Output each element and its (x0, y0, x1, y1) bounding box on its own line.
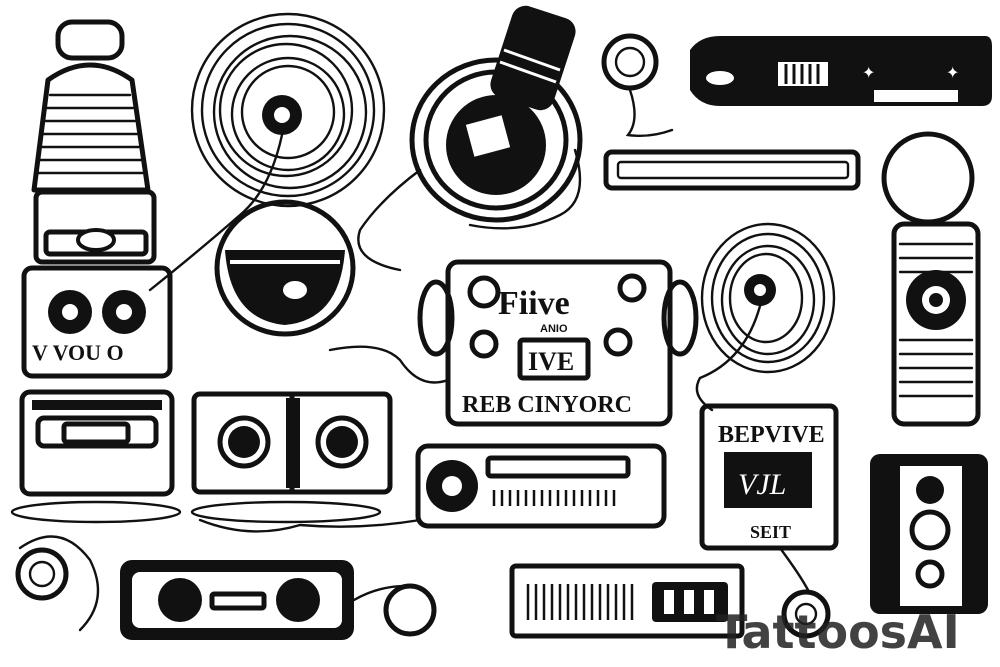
slot-bar (603, 149, 861, 191)
tall-speaker-icon (891, 221, 981, 427)
bottom-receiver-icon (509, 563, 745, 639)
round-dial-icon (601, 33, 674, 138)
sign-mid-label: VJL (738, 468, 786, 501)
svg-text:✦: ✦ (862, 63, 875, 82)
sign-box-icon: BEPVIVE VJL SEIT (699, 403, 839, 592)
sign-top-label: BEPVIVE (718, 422, 825, 448)
headphones-icon (357, 5, 583, 272)
cassette-deck-icon: ✦ ✦ (690, 36, 992, 106)
center-radio-badge: IVE (528, 347, 574, 376)
center-radio-bottom-label: REB CINYORC (462, 392, 632, 418)
center-radio-icon: Fiive ANIO IVE REB CINYORC (328, 259, 699, 427)
double-speaker-icon (190, 391, 393, 524)
bottom-stereo-icon (120, 560, 437, 640)
coiled-cable-icon (148, 12, 386, 292)
microphone-icon (31, 19, 157, 265)
svg-text:✦: ✦ (946, 63, 959, 82)
speaker-drum-icon (214, 199, 356, 337)
right-cable-coil-icon (695, 222, 836, 412)
round-speaker-cover (881, 131, 975, 225)
small-reel-icon (15, 535, 100, 632)
speaker-cabinet-icon (870, 454, 988, 614)
left-amp-box: V VOU O (21, 265, 173, 379)
center-radio-title: Fiive (498, 285, 570, 322)
cassette-tape-icon (10, 389, 182, 524)
center-radio-subtitle: ANIO (540, 323, 568, 335)
left-box-label: V VOU O (32, 340, 124, 365)
sign-bottom-label: SEIT (750, 522, 791, 542)
tuner-box-icon (198, 443, 667, 533)
bottom-knob-icon (781, 589, 831, 639)
watermark-logo: TattoosAI (716, 605, 960, 659)
